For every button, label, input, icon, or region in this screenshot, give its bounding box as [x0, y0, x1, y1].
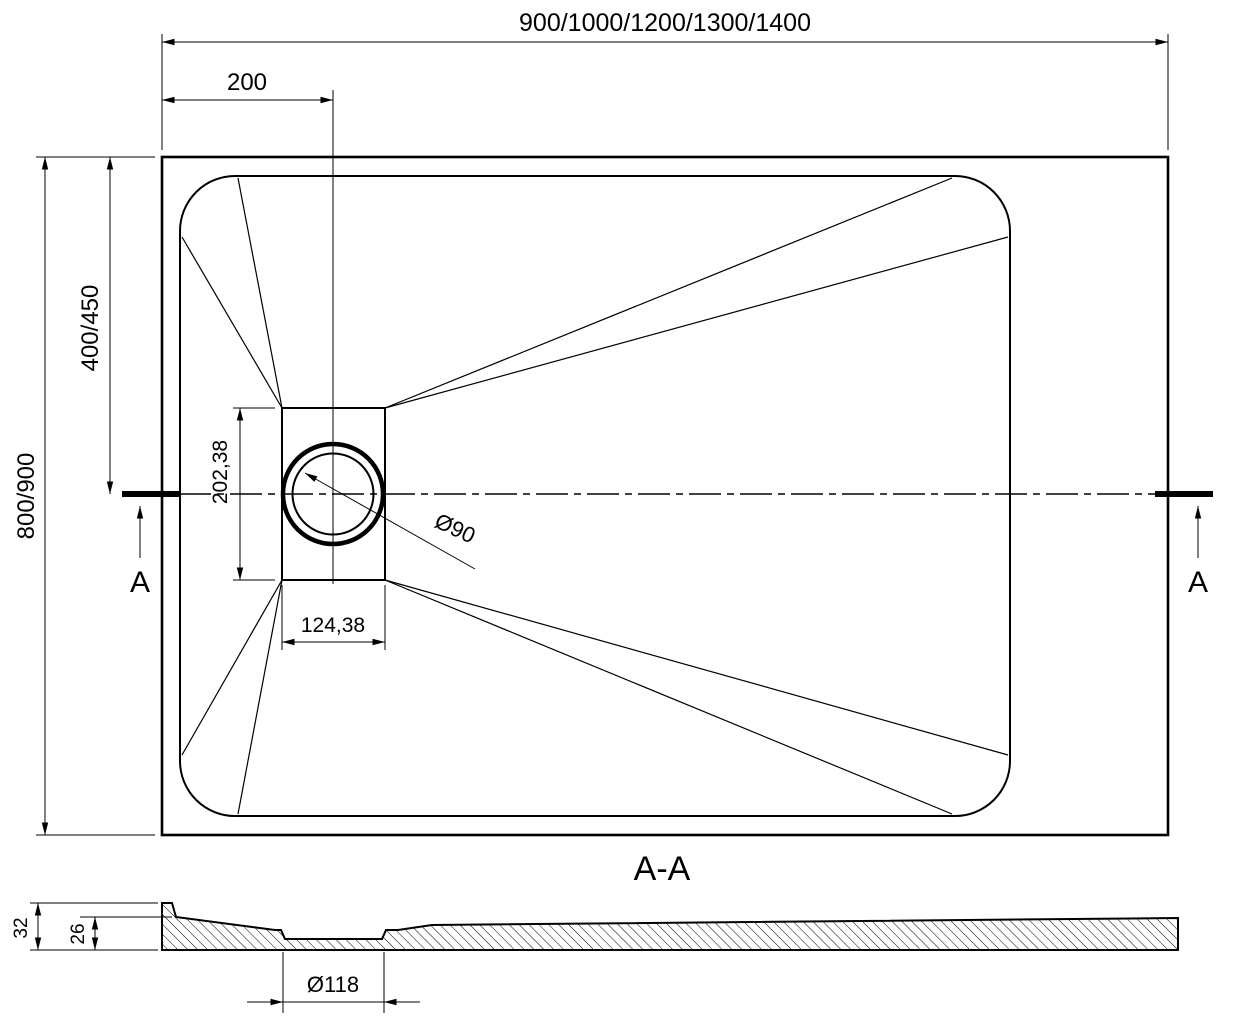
drain-diameter-leader [304, 472, 476, 570]
section-label-left: A [130, 566, 150, 599]
drain-hole-diameter-label: Ø118 [307, 972, 359, 997]
dim-overall-depth-label: 800/900 [13, 453, 40, 540]
top-view: A A 900/1000/1200/1300/1400 200 800/900 … [13, 9, 1213, 837]
slope-line [384, 579, 1009, 756]
slope-line [237, 579, 283, 815]
slope-line [384, 177, 953, 409]
dim-drain-box-height-label: 202,38 [209, 440, 232, 504]
dim-overall-width-label: 900/1000/1200/1300/1400 [519, 9, 811, 37]
dim-drain-box-width-label: 124,38 [301, 614, 365, 637]
section-title: A-A [634, 850, 691, 888]
section-view: A-A 32 26 Ø118 [11, 850, 1179, 1013]
dim-drain-offset-label: 200 [227, 69, 267, 96]
dim-edge-thickness-label: 32 [11, 917, 32, 938]
slope-line [384, 236, 1009, 409]
dim-body-thickness-label: 26 [68, 923, 89, 944]
slope-line [384, 579, 953, 815]
section-label-right: A [1188, 566, 1208, 599]
slope-line [181, 579, 283, 756]
slope-line [181, 236, 283, 409]
slope-line [237, 177, 283, 409]
dim-half-depth-label: 400/450 [77, 285, 104, 372]
section-profile [161, 902, 1179, 951]
